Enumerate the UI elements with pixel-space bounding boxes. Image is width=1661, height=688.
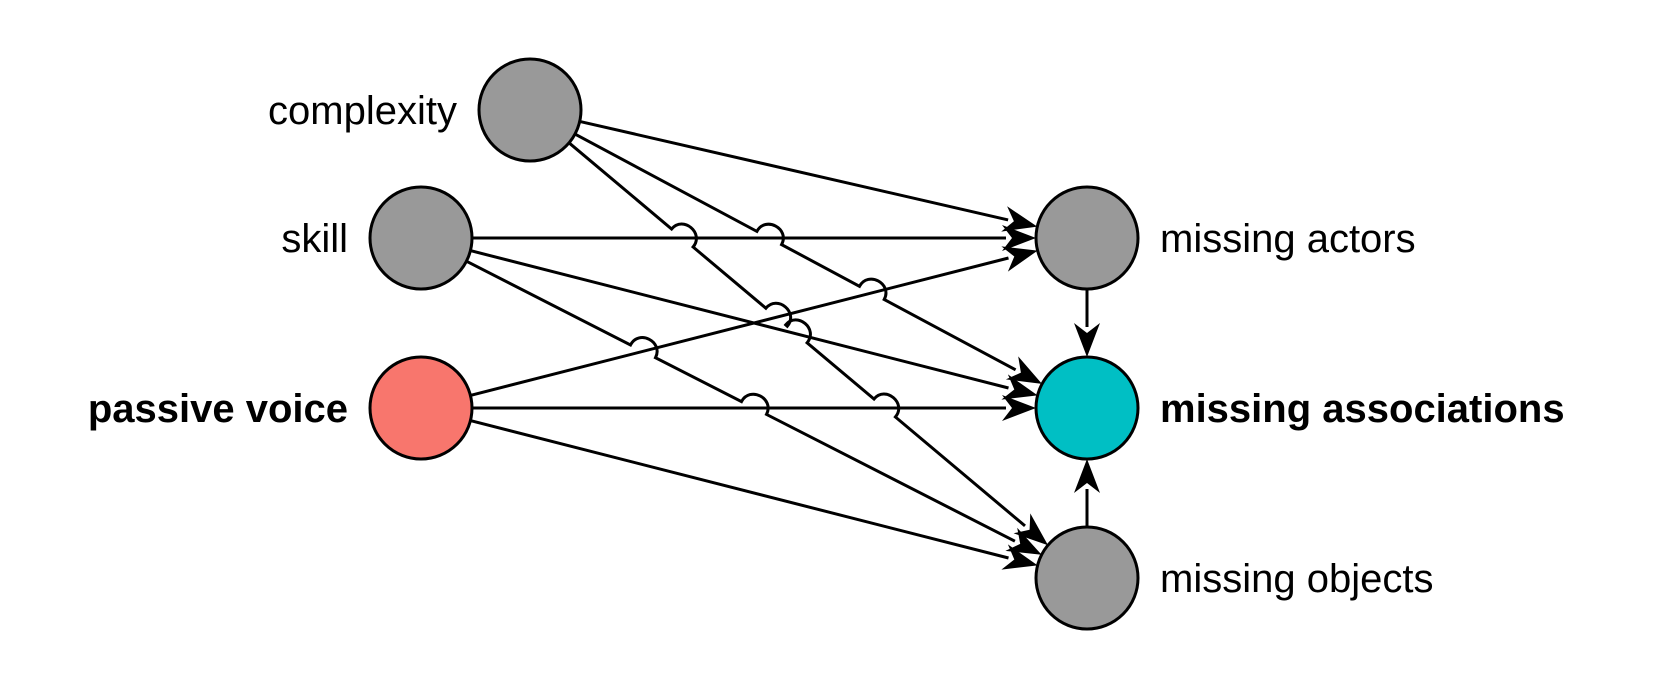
arrowhead-missing_objects-to-missing_associations bbox=[1074, 459, 1100, 493]
arrowhead-complexity-to-missing_actors bbox=[1001, 206, 1038, 232]
edge-passive_voice-to-missing_actors bbox=[470, 256, 1009, 397]
arrowhead-passive_voice-to-missing_associations bbox=[1002, 395, 1036, 421]
arrowhead-complexity-to-missing_associations bbox=[1005, 356, 1042, 384]
arrowhead-complexity-to-missing_objects bbox=[1013, 513, 1048, 546]
node-passive-voice bbox=[368, 355, 474, 461]
node-complexity bbox=[477, 57, 583, 163]
label-missing-actors: missing actors bbox=[1160, 217, 1416, 261]
edge-passive_voice-to-missing_objects bbox=[470, 419, 1009, 560]
arrowhead-skill-to-missing_objects bbox=[1005, 527, 1042, 555]
arrowhead-skill-to-missing_associations bbox=[1001, 374, 1038, 400]
edge-complexity-to-missing_objects bbox=[568, 141, 1026, 528]
nodes-layer bbox=[368, 57, 1140, 631]
labels-layer: complexity skill passive voice missing acto… bbox=[88, 89, 1565, 601]
arrowhead-passive_voice-to-missing_objects bbox=[1001, 544, 1038, 570]
arrowhead-skill-to-missing_actors bbox=[1002, 225, 1036, 251]
edge-skill-to-missing_objects bbox=[465, 259, 1016, 543]
label-complexity: complexity bbox=[268, 89, 457, 133]
edge-complexity-to-missing_actors bbox=[579, 119, 1009, 222]
label-missing-objects: missing objects bbox=[1160, 557, 1433, 601]
label-missing-associations: missing associations bbox=[1160, 387, 1565, 431]
arrowhead-missing_actors-to-missing_associations bbox=[1074, 323, 1100, 357]
node-missing-actors bbox=[1034, 185, 1140, 291]
node-skill bbox=[368, 185, 474, 291]
label-passive-voice: passive voice bbox=[88, 387, 348, 431]
label-skill: skill bbox=[281, 217, 348, 261]
node-missing-objects bbox=[1034, 525, 1140, 631]
node-missing-associations bbox=[1034, 355, 1140, 461]
edge-skill-to-missing_associations bbox=[470, 249, 1009, 390]
arrowhead-passive_voice-to-missing_actors bbox=[1001, 246, 1038, 272]
edges-layer bbox=[465, 119, 1100, 570]
